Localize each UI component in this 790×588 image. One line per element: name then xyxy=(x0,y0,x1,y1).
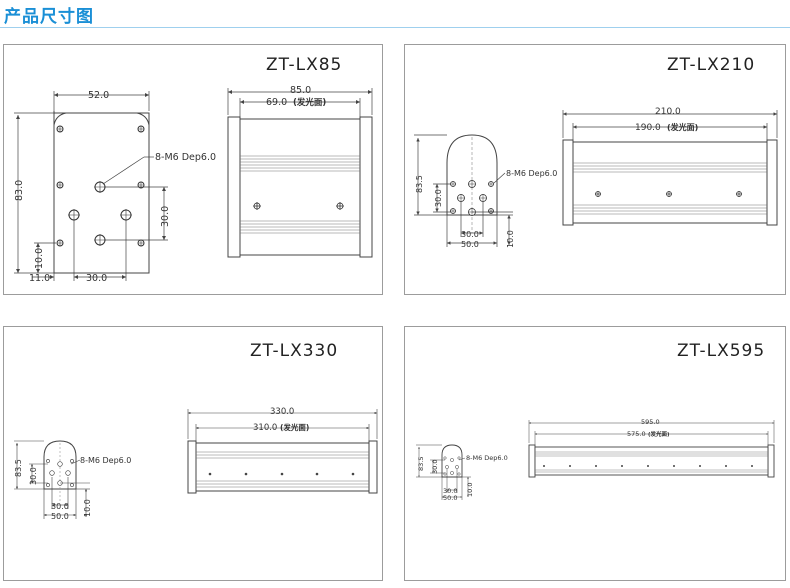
dim-side-height: 83.5 xyxy=(14,459,23,477)
dim-bottom-offset: 10.0 xyxy=(34,248,45,269)
dim-hole-spacing-v: 30.0 xyxy=(160,206,171,227)
panel-zt-lx210: ZT-LX210 xyxy=(404,44,786,295)
front-view xyxy=(187,440,378,494)
dim-side-width: 52.0 xyxy=(88,90,109,101)
drawing-zt-lx330: 83.5 30.0 30.0 50.0 10.0 8-M6 Dep6.0 xyxy=(14,407,378,521)
dim-side-height: 83.0 xyxy=(14,180,25,201)
drawing-zt-lx595: 83.5 30.0 30.0 50.0 10.0 8-M6 Dep6.0 xyxy=(416,418,775,502)
dim-hole-spacing-h: 30.0 xyxy=(51,502,69,511)
front-view xyxy=(227,116,373,258)
dim-overall-length: 595.0 xyxy=(641,418,660,426)
panel-zt-lx330: ZT-LX330 xyxy=(3,326,383,581)
page-title: 产品尺寸图 xyxy=(4,7,94,27)
dim-side-height: 83.5 xyxy=(417,457,425,471)
dim-hole-spacing-v: 30.0 xyxy=(29,467,38,485)
model-label: ZT-LX595 xyxy=(677,341,766,361)
emit-label: (发光面) xyxy=(648,430,670,438)
dim-left-offset: 11.0 xyxy=(29,273,50,284)
dim-hole-spacing-v: 30.0 xyxy=(431,460,439,474)
panel-zt-lx595: ZT-LX595 83 xyxy=(404,326,786,581)
dim-hole-spacing-h: 30.0 xyxy=(461,230,479,239)
dim-side-height: 83.5 xyxy=(415,175,424,193)
hole-spec: 8-M6 Dep6.0 xyxy=(80,456,131,465)
dim-width: 50.0 xyxy=(461,240,479,249)
emit-label: (发光面) xyxy=(667,122,698,132)
dim-emit-length: 575.0 xyxy=(627,430,646,438)
model-label: ZT-LX85 xyxy=(266,55,343,75)
drawing-zt-lx85: 52.0 83.0 10.0 30.0 30.0 11.0 8-M6 Dep6.… xyxy=(14,85,373,284)
dim-hole-spacing-v: 30.0 xyxy=(434,189,443,207)
hole-spec: 8-M6 Dep6.0 xyxy=(466,454,508,462)
dim-emit-length: 69.0 xyxy=(266,97,287,108)
dim-emit-length: 310.0 xyxy=(253,423,277,433)
header-divider xyxy=(0,27,790,28)
emit-label: (发光面) xyxy=(280,422,309,432)
drawing-zt-lx210: 83.5 30.0 30.0 50.0 10.0 8-M6 Dep6.0 xyxy=(414,107,778,249)
dim-overall-length: 85.0 xyxy=(290,85,311,96)
front-view xyxy=(562,139,778,226)
model-label: ZT-LX330 xyxy=(250,341,339,361)
dim-bottom-offset: 10.0 xyxy=(83,499,92,517)
dim-width: 50.0 xyxy=(51,512,69,521)
emit-label: (发光面) xyxy=(293,97,326,108)
dim-bottom-offset: 10.0 xyxy=(506,230,515,248)
hole-spec: 8-M6 Dep6.0 xyxy=(155,152,216,163)
dim-overall-length: 210.0 xyxy=(655,107,681,117)
model-label: ZT-LX210 xyxy=(667,55,756,75)
dim-hole-spacing-h: 30.0 xyxy=(443,487,457,495)
hole-spec: 8-M6 Dep6.0 xyxy=(506,169,557,178)
side-view xyxy=(53,111,150,274)
dimension-text: 52.0 83.0 10.0 30.0 30.0 11.0 8-M6 Dep6.… xyxy=(14,90,216,284)
dim-overall-length: 330.0 xyxy=(270,407,294,417)
front-view xyxy=(528,444,775,478)
dim-hole-spacing-h: 30.0 xyxy=(86,273,107,284)
panel-zt-lx85: ZT-LX85 xyxy=(3,44,383,295)
dim-bottom-offset: 10.0 xyxy=(466,483,474,497)
dim-emit-length: 190.0 xyxy=(635,123,661,133)
dim-width: 50.0 xyxy=(443,494,457,502)
